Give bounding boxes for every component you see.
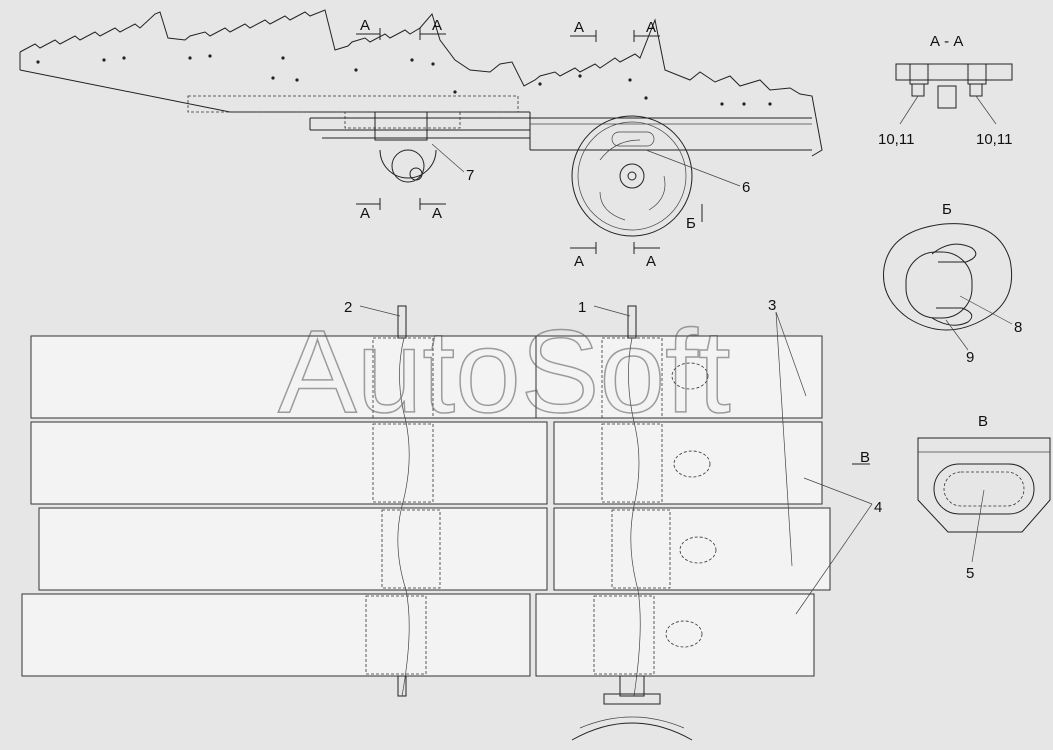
section-plate xyxy=(895,63,1013,81)
bottom-pulley xyxy=(571,675,693,741)
small-pulley xyxy=(379,149,437,183)
slat-right-4 xyxy=(535,593,815,677)
mark-a-6: А xyxy=(646,19,656,36)
pulley-slot xyxy=(611,131,655,147)
leader-10-11-left xyxy=(899,95,919,125)
view-v-slot xyxy=(933,463,1035,515)
frame-diagonal xyxy=(19,69,231,113)
leader-9 xyxy=(945,319,969,351)
slat-assembly: 2 1 3 4 В xyxy=(21,297,882,741)
callout-3: 3 xyxy=(768,297,776,314)
slat-right-1 xyxy=(535,335,823,419)
callout-7: 7 xyxy=(466,167,474,184)
mark-b: Б xyxy=(686,215,696,232)
mark-a-3: А xyxy=(360,205,370,222)
callout-6: 6 xyxy=(742,179,750,196)
slat-right-3 xyxy=(553,507,831,591)
shaft-2-line xyxy=(397,337,410,697)
clip-top xyxy=(931,243,977,263)
shaft-2-top xyxy=(397,305,407,339)
leader-5 xyxy=(971,489,985,563)
mark-a-2: А xyxy=(432,17,442,34)
mark-a-5: А xyxy=(574,19,584,36)
sawtooth-profile xyxy=(19,9,823,157)
callout-5: 5 xyxy=(966,565,974,582)
slat-left-4 xyxy=(21,593,531,677)
view-v-outline xyxy=(917,437,1051,533)
nut-right xyxy=(969,83,983,97)
mark-v: В xyxy=(860,449,870,466)
clip-bottom xyxy=(931,307,973,326)
mount-plate xyxy=(374,111,428,141)
callout-10-11-left: 10,11 xyxy=(878,131,914,148)
large-pulley-spokes xyxy=(599,139,666,221)
large-pulley-inner xyxy=(577,121,687,231)
slat-left-2 xyxy=(30,421,548,505)
watermark-text: AutoSoft xyxy=(278,306,731,438)
callout-10-11-right: 10,11 xyxy=(976,131,1012,148)
leader-10-11-right xyxy=(975,95,997,125)
center-block xyxy=(937,85,957,109)
mark-a-7: А xyxy=(574,253,584,270)
nut-left xyxy=(911,83,925,97)
leader-2 xyxy=(359,305,401,317)
view-b: Б 8 9 xyxy=(883,201,1022,366)
callout-8: 8 xyxy=(1014,319,1022,336)
section-marks-top: А А А А А А А А Б xyxy=(356,17,703,270)
section-aa-title: А - А xyxy=(930,33,963,50)
leader-4b xyxy=(795,503,873,615)
shaft-hidden xyxy=(187,95,519,113)
callout-9: 9 xyxy=(966,349,974,366)
slat-holes xyxy=(665,362,717,648)
leader-7 xyxy=(431,143,465,173)
leader-3b xyxy=(775,311,793,567)
leader-8 xyxy=(959,295,1013,325)
mark-a-1: А xyxy=(360,17,370,34)
view-b-outline xyxy=(883,223,1013,331)
small-pulley-rim xyxy=(391,149,425,183)
small-pulley-hub xyxy=(409,167,423,181)
leader-4a xyxy=(803,477,873,505)
slat-left-3 xyxy=(38,507,548,591)
large-pulley xyxy=(571,115,693,237)
shaft-1-line xyxy=(628,337,641,697)
leader-6 xyxy=(645,149,741,187)
slat-left-1 xyxy=(30,335,542,419)
callout-4: 4 xyxy=(874,499,882,516)
top-assembly: А А А А А А А А Б 7 6 xyxy=(19,9,823,270)
leader-3a xyxy=(775,311,807,397)
leader-1 xyxy=(593,305,631,317)
bolt-head-left xyxy=(909,63,929,85)
view-b-hole xyxy=(905,251,973,319)
mark-a-4: А xyxy=(432,205,442,222)
tooth-holes xyxy=(36,54,772,106)
large-pulley-hub xyxy=(619,163,645,189)
bolt-head-right xyxy=(967,63,987,85)
slat-right-2 xyxy=(553,421,823,505)
view-b-title: Б xyxy=(942,201,952,218)
view-v: В 5 xyxy=(917,413,1051,582)
hub-hidden xyxy=(344,111,461,129)
small-pulley-arc xyxy=(379,149,437,179)
large-pulley-outer xyxy=(571,115,693,237)
view-v-title: В xyxy=(978,413,988,430)
large-pulley-bore xyxy=(627,171,637,181)
callout-2: 2 xyxy=(344,299,352,316)
section-aa-view: А - А 10,11 10,11 xyxy=(878,33,1013,148)
mark-a-8: А xyxy=(646,253,656,270)
callout-1: 1 xyxy=(578,299,586,316)
view-v-slot-inner xyxy=(943,471,1025,507)
